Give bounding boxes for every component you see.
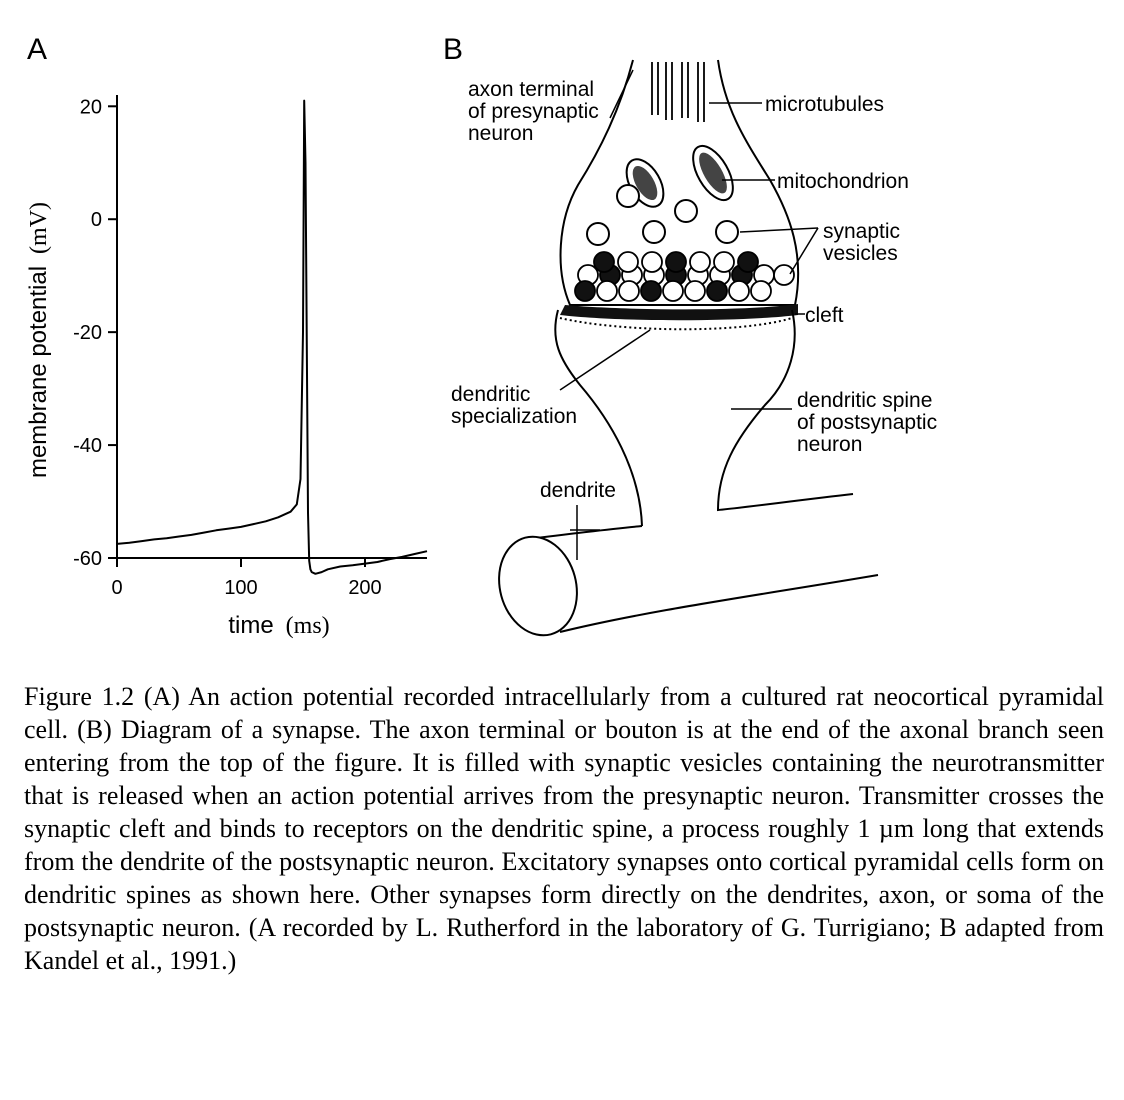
label-microtubules: microtubules	[765, 93, 884, 116]
y-axis-label-text: membrane potential	[25, 266, 52, 478]
docked-vesicle	[593, 251, 615, 273]
synaptic-vesicles-drawing	[586, 184, 739, 246]
x-tick-label: 0	[111, 577, 122, 599]
y-tick-label: -60	[73, 548, 102, 570]
docked-vesicle	[662, 280, 684, 302]
x-axis-label-text: time	[228, 612, 273, 639]
leader-lines	[559, 69, 819, 560]
figure-caption: Figure 1.2 (A) An action potential recor…	[24, 682, 1104, 975]
microtubules-drawing	[651, 62, 705, 122]
label-dendritic-spine: dendritic spine of postsynaptic neuron	[797, 389, 943, 456]
dendritic-spine-outline	[554, 309, 643, 527]
postsynaptic-density	[559, 317, 793, 331]
x-ticks: 0 100 200	[111, 558, 382, 599]
cleft-band	[560, 304, 798, 321]
docked-vesicle	[706, 280, 728, 302]
label-dendrite: dendrite	[540, 479, 616, 502]
label-synaptic-vesicles: synaptic vesicles	[823, 220, 906, 265]
docked-vesicle	[713, 251, 735, 273]
panel-a-letter: A	[27, 33, 48, 66]
y-tick-label: -20	[73, 322, 102, 344]
x-axis-label: time (ms)	[228, 612, 329, 639]
label-dendritic-specialization-line-2: specialization	[451, 405, 577, 428]
synapse-diagram: axon terminal of presynaptic neuron micr…	[451, 59, 943, 637]
docked-vesicle	[617, 251, 639, 273]
label-mitochondrion: mitochondrion	[777, 170, 909, 193]
label-dendritic-spine-line-1: dendritic spine	[797, 389, 932, 412]
docked-vesicle	[665, 251, 687, 273]
dendrite-shaft-bottom	[559, 574, 879, 633]
y-axis-label-unit: (mV)	[26, 202, 52, 254]
x-axis-label-unit: (ms)	[286, 613, 330, 639]
y-axis-label: membrane potential (mV)	[25, 202, 52, 478]
dendrite-cut-end	[498, 535, 578, 637]
docked-vesicle	[618, 280, 640, 302]
label-dendritic-spine-line-2: of postsynaptic	[797, 411, 937, 434]
label-axon-terminal: axon terminal of presynaptic neuron	[468, 78, 605, 145]
x-tick-label: 100	[224, 577, 257, 599]
dendritic-spine-outline-right	[716, 309, 854, 512]
label-synaptic-vesicles-line-1: synaptic	[823, 220, 900, 243]
membrane-potential-trace	[116, 99, 428, 575]
docked-vesicle	[728, 280, 750, 302]
x-tick-label: 200	[348, 577, 381, 599]
docked-vesicle	[684, 280, 706, 302]
axon-terminal-outline	[559, 59, 800, 306]
y-tick-label: 20	[80, 96, 102, 118]
docked-vesicle	[574, 280, 596, 302]
docked-vesicle	[596, 280, 618, 302]
docked-vesicle	[750, 280, 772, 302]
y-tick-label: -40	[73, 435, 102, 457]
synapse-labels: axon terminal of presynaptic neuron micr…	[451, 78, 943, 502]
docked-vesicle	[641, 251, 663, 273]
y-tick-label: 0	[91, 209, 102, 231]
docked-vesicles-drawing	[574, 251, 795, 302]
label-dendritic-specialization-line-1: dendritic	[451, 383, 530, 406]
label-dendritic-specialization: dendritic specialization	[451, 383, 577, 428]
label-axon-terminal-line-2: of presynaptic	[468, 100, 599, 123]
docked-vesicle	[773, 264, 795, 286]
docked-vesicle	[640, 280, 662, 302]
label-axon-terminal-line-1: axon terminal	[468, 78, 594, 101]
label-cleft: cleft	[805, 304, 844, 327]
y-ticks: 20 0 -20 -40 -60	[73, 96, 117, 570]
label-dendritic-spine-line-3: neuron	[797, 433, 862, 456]
label-synaptic-vesicles-line-2: vesicles	[823, 242, 898, 265]
docked-vesicle	[737, 251, 759, 273]
panel-b-letter: B	[443, 33, 464, 66]
docked-vesicle	[689, 251, 711, 273]
label-axon-terminal-line-3: neuron	[468, 122, 533, 145]
